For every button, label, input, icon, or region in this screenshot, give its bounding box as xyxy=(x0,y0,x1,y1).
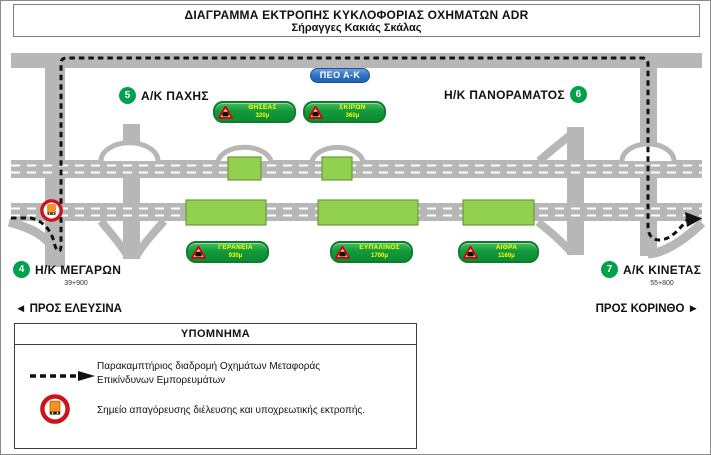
direction-korinthos: ΠΡΟΣ ΚΟΡΙΝΘΟ ► xyxy=(595,303,699,315)
peo-road-sign: ΠΕΟ Α-Κ xyxy=(310,68,370,83)
legend-prohibition-text: Σημείο απαγόρευσης διέλευσης και υποχρεω… xyxy=(97,405,366,416)
interchange-number-badge: 6 xyxy=(569,86,587,103)
interchange-label: Α/Κ ΚΙΝΕΤΑΣ xyxy=(623,262,702,277)
panorama-road xyxy=(567,127,584,255)
chainage-megara: 39+900 xyxy=(64,280,88,287)
tunnel-name: ΓΕΡΑΝΕΙΑ xyxy=(218,244,253,252)
tunnel-box-aithra xyxy=(462,199,535,226)
pachi-ramp-right xyxy=(133,218,168,258)
tunnel-name: ΕΥΠΑΛΙΝΟΣ xyxy=(359,244,400,252)
chainage-kineta: 55+800 xyxy=(650,280,674,287)
interchange-pachi: 5 Α/Κ ΠΑΧΗΣ xyxy=(119,87,209,104)
old-national-road xyxy=(11,53,702,68)
pachi-bridge-arc xyxy=(98,140,161,162)
adr-prohibition-sign-icon xyxy=(40,199,63,222)
title-box: ΔΙΑΓΡΑΜΜΑ ΕΚΤΡΟΠΗΣ ΚΥΚΛΟΦΟΡΙΑΣ ΟΧΗΜΑΤΩΝ … xyxy=(13,4,700,37)
tunnel-box-skiron xyxy=(321,156,353,181)
tunnel-name: ΑΙΘΡΑ xyxy=(495,244,518,252)
panorama-ramp-bottom xyxy=(535,218,575,256)
tunnel-box-thiseas xyxy=(227,156,262,181)
tunnel-length: 360μ xyxy=(345,112,360,119)
tunnel-box-eupalinos xyxy=(317,199,419,226)
pachi-ramp-left xyxy=(97,218,131,258)
tunnel-length: 930μ xyxy=(228,252,243,259)
legend-route-text: Παρακαμπτήριος διαδρομή Οχημάτων Μεταφορ… xyxy=(97,360,320,388)
page-subtitle: Σήραγγες Κακιάς Σκάλας xyxy=(291,22,422,34)
tunnel-warning-icon xyxy=(463,245,478,259)
legend-route-line1: Παρακαμπτήριος διαδρομή Οχημάτων Μεταφορ… xyxy=(97,361,321,372)
detour-route-path xyxy=(11,56,689,253)
interchange-label: Α/Κ ΠΑΧΗΣ xyxy=(141,88,209,103)
interchange-megara: 4 Η/Κ ΜΕΓΑΡΩΝ xyxy=(13,261,121,278)
interchange-label: Η/Κ ΜΕΓΑΡΩΝ xyxy=(35,262,122,277)
interchange-number-badge: 5 xyxy=(119,87,136,104)
legend-route-line2: Επικίνδυνων Εμπορευμάτων xyxy=(97,375,226,386)
kineta-onramp xyxy=(647,219,706,259)
detour-route-legend-icon xyxy=(30,371,95,381)
tunnel-warning-icon xyxy=(335,245,350,259)
tunnel-length: 1160μ xyxy=(498,252,515,259)
panorama-ramp-top xyxy=(536,130,575,165)
legend-title: ΥΠΟΜΝΗΜΑ xyxy=(15,324,416,345)
interchange-number-badge: 7 xyxy=(601,261,618,278)
tunnel-name: ΣΚΙΡΩΝ xyxy=(339,104,366,112)
legend-box: ΥΠΟΜΝΗΜΑ Παρακαμπτήριος διαδρομή Οχημάτω… xyxy=(14,323,417,449)
tunnel-name: ΘΗΣΕΑΣ xyxy=(248,104,277,112)
tunnel-box-gerania xyxy=(185,199,267,226)
tunnel-length: 320μ xyxy=(255,112,270,119)
detour-route-arrowhead xyxy=(685,212,702,227)
interchange-label: Η/Κ ΠΑΝΟΡΑΜΑΤΟΣ xyxy=(444,87,565,102)
tunnel-length: 1700μ xyxy=(370,252,389,259)
tunnel-warning-icon xyxy=(218,105,233,119)
interchange-kineta: 7 Α/Κ ΚΙΝΕΤΑΣ xyxy=(601,261,701,278)
page-title: ΔΙΑΓΡΑΜΜΑ ΕΚΤΡΟΠΗΣ ΚΥΚΛΟΦΟΡΙΑΣ ΟΧΗΜΑΤΩΝ … xyxy=(184,8,529,22)
adr-prohibition-legend-icon xyxy=(40,394,70,424)
tunnel-warning-icon xyxy=(308,105,323,119)
tunnel-warning-icon xyxy=(191,245,206,259)
interchange-number-badge: 4 xyxy=(13,261,30,278)
upper-carriageway xyxy=(11,160,702,178)
megara-loop-ramp xyxy=(7,217,61,257)
interchange-panorama: Η/Κ ΠΑΝΟΡΑΜΑΤΟΣ 6 xyxy=(444,86,587,103)
direction-elefsina: ◄ ΠΡΟΣ ΕΛΕΥΣΙΝΑ xyxy=(15,303,122,315)
